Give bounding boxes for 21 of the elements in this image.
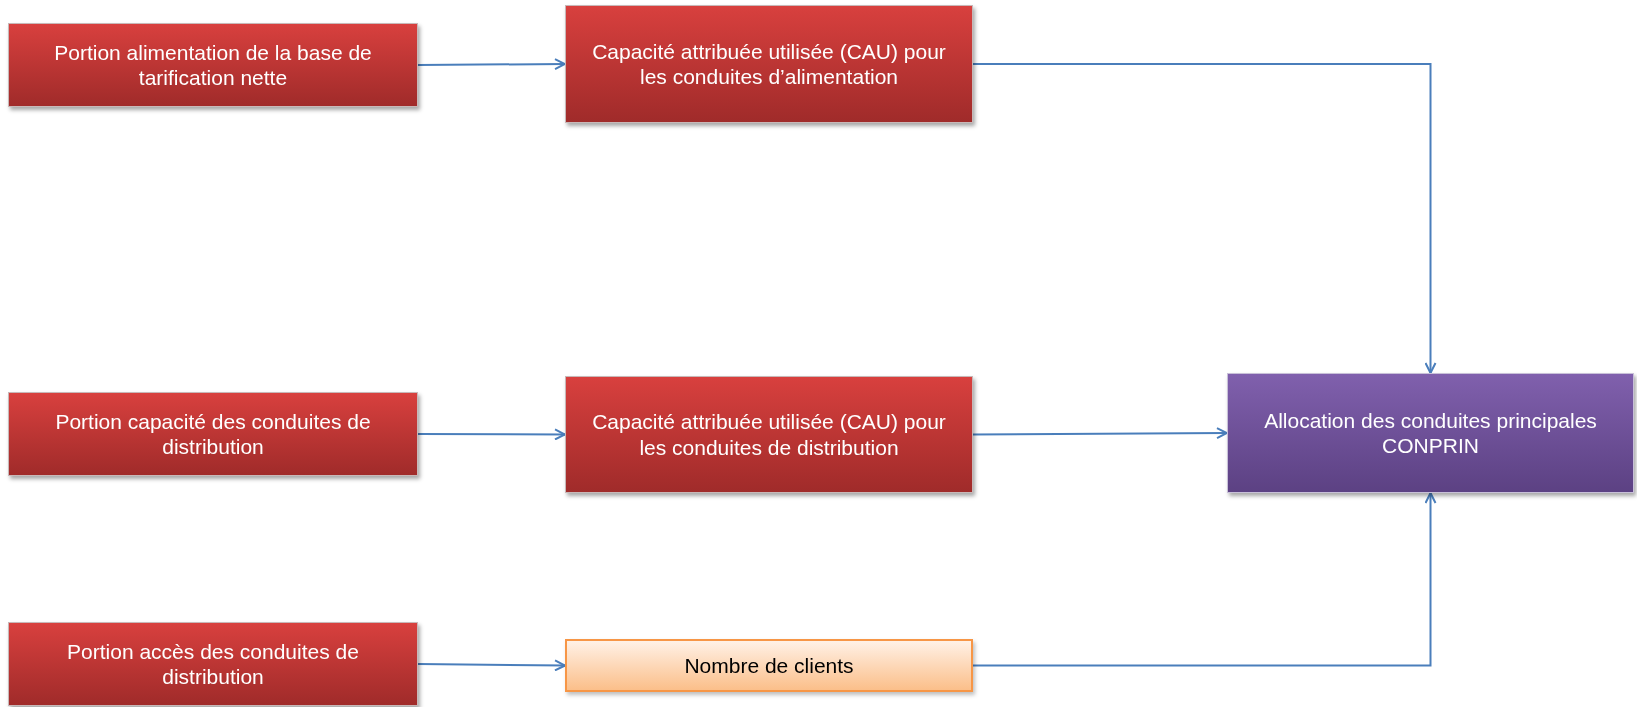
connector-arrow <box>417 659 566 672</box>
box-label: Portion accès des conduites de distribution <box>66 638 360 690</box>
box-label: CONPRIN <box>1382 433 1479 459</box>
connector-arrow <box>972 63 1437 374</box>
process-box <box>1227 373 1634 493</box>
box-label: Nombre de clients <box>684 652 854 679</box>
connector-arrow <box>972 492 1437 667</box>
process-box <box>565 5 973 123</box>
process-box <box>565 639 973 692</box>
box-label: Capacité attribuée utilisée (CAU) pour les conduites de distribution <box>591 409 947 460</box>
process-box <box>8 392 418 476</box>
box-label: Allocation des conduites principales <box>1264 407 1597 433</box>
process-box <box>8 622 418 706</box>
connector-arrow <box>972 427 1228 440</box>
connector-arrow <box>417 58 566 71</box>
box-label: Portion alimentation de la base de tarification nette <box>53 39 373 91</box>
connector-arrow <box>417 428 566 441</box>
box-label: Capacité attribuée utilisée (CAU) pour les conduites d’alimentation <box>591 38 947 90</box>
box-label: Portion capacité des conduites de distribution <box>54 408 372 460</box>
process-box <box>8 23 418 107</box>
process-box <box>565 376 973 493</box>
